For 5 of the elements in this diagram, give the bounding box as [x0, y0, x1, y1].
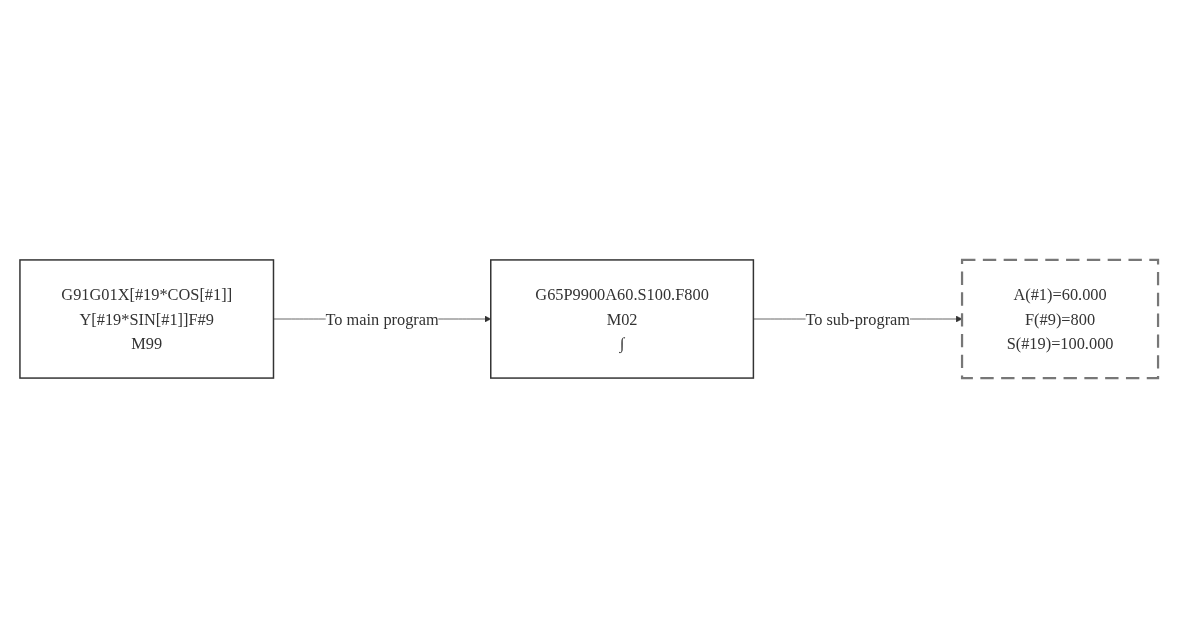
edge-label: To main program: [325, 309, 439, 328]
node-box: G91G01X[#19*COS[#1]] Y[#19*SIN[#1]]F#9 M99: [19, 258, 275, 379]
edge-label: To sub-program: [805, 309, 911, 328]
node-box: G65P9900A60.S100.F800 M02 ∫: [490, 258, 755, 379]
node-box: A(#1)=60.000 F(#9)=800 S(#19)=100.000: [960, 258, 1160, 379]
